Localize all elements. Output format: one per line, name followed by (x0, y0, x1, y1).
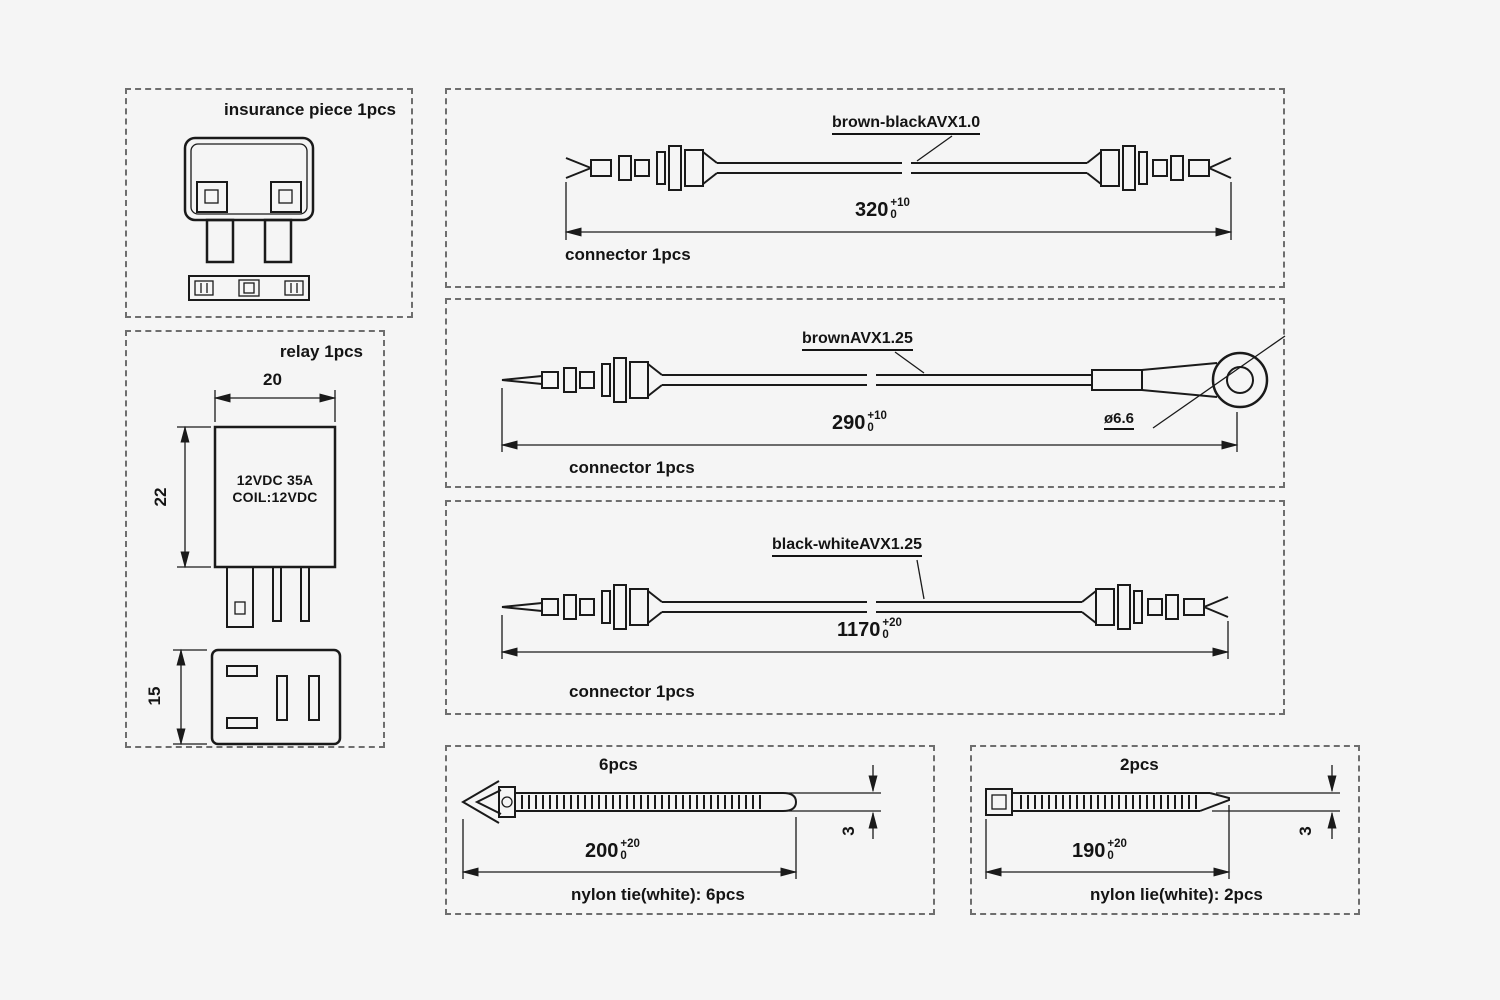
wire2-ring-diameter-label: ø6.6 (1104, 410, 1135, 430)
tie2-thickness-dim-text: 3 (1296, 826, 1315, 836)
tie1-thickness-dim-text: 3 (839, 826, 858, 836)
relay-socket-view (210, 648, 342, 746)
wire2-cable (662, 374, 1092, 386)
tie1-length-dimension (461, 817, 798, 879)
wire2-left-terminal (501, 357, 663, 403)
relay-rating-line2: COIL:12VDC (232, 489, 318, 505)
dim-tol-plus: +10 (890, 197, 910, 209)
insurance-piece-title: insurance piece 1pcs (224, 100, 396, 119)
dim-tolerance: +20 0 (1107, 838, 1127, 862)
dim-value: 190 (1072, 840, 1106, 862)
wire3-label-leader (916, 559, 925, 600)
wire1-length-dimension (564, 182, 1233, 240)
fuse-drawing (183, 136, 315, 301)
wire2-connector-note: connector 1pcs (569, 458, 695, 477)
dim-value: 1170 (837, 619, 881, 641)
dim-value: 200 (585, 840, 619, 862)
dim-tolerance: +10 0 (890, 197, 910, 221)
dim-tol-plus: +10 (867, 410, 887, 422)
relay-drawing (173, 390, 342, 746)
relay-rating-line1: 12VDC 35A (236, 472, 314, 488)
wire1-label-leader (916, 135, 953, 162)
dim-tol-minus: 0 (620, 850, 627, 863)
wire2-length-dimension (500, 388, 1239, 452)
wire3-panel: black-whiteAVX1.25 1170 +20 0 connector … (445, 500, 1285, 715)
tie1-drawing (461, 765, 881, 879)
wire2-spec-label: brownAVX1.25 (802, 330, 913, 351)
wire1-drawing (564, 135, 1233, 240)
wire3-connector-note: connector 1pcs (569, 682, 695, 701)
wire3-cable (662, 601, 1082, 613)
dim-tolerance: +20 0 (620, 838, 640, 862)
wire1-panel: brown-blackAVX1.0 320 +10 0 connector 1p… (445, 88, 1285, 288)
dim-tolerance: +10 0 (867, 410, 887, 434)
tie1-caption: nylon tie(white): 6pcs (571, 885, 745, 904)
wire2-label-leader (894, 351, 925, 374)
dim-tol-plus: +20 (882, 617, 902, 629)
dim-tol-minus: 0 (1107, 850, 1114, 863)
tie2-count: 2pcs (1120, 755, 1159, 774)
tie2-length-dimension (984, 805, 1231, 879)
relay-title: relay 1pcs (279, 342, 363, 361)
fuse-front-view (183, 136, 315, 264)
tie1-thickness-dimension (787, 765, 881, 839)
dim-tol-minus: 0 (890, 209, 897, 222)
relay-rating-label: 12VDC 35A COIL:12VDC (215, 472, 335, 506)
wire2-panel: brownAVX1.25 290 +10 0 ø6.6 connector 1p… (445, 298, 1286, 488)
tie2-caption: nylon lie(white): 2pcs (1090, 885, 1263, 904)
tie2-length-dim-text: 190 +20 0 (1072, 838, 1127, 862)
wire1-left-terminal (565, 145, 718, 191)
relay-width-dimension (213, 390, 337, 422)
dim-tol-plus: +20 (1107, 838, 1127, 850)
relay-body-view (213, 425, 337, 628)
relay-socket-dim-text: 15 (145, 686, 164, 706)
dim-tol-minus: 0 (867, 422, 874, 435)
wire1-cable (717, 162, 1087, 174)
wire2-drawing (500, 335, 1286, 452)
dim-value: 320 (855, 199, 889, 221)
tie1-panel: 6pcs 200 +20 0 3 nylon tie(white): 6pcs (445, 745, 935, 915)
relay-width-dim-text: 20 (263, 370, 282, 389)
wire3-drawing (500, 559, 1230, 659)
relay-socket-height-dimension (173, 648, 207, 746)
tie1-ratchet-teeth (521, 795, 761, 809)
tie2-thickness-dimension (1212, 765, 1340, 839)
relay-height-dimension (177, 425, 211, 569)
wire3-right-terminal (1081, 584, 1229, 630)
relay-height-dim-text: 22 (151, 487, 170, 507)
wire3-length-dimension (500, 615, 1230, 659)
relay-panel: relay 1pcs 20 22 12VDC 35A COIL:12VDC 15 (125, 330, 385, 748)
tie2-ratchet-teeth (1020, 795, 1198, 809)
dim-tol-plus: +20 (620, 838, 640, 850)
fuse-bottom-view (188, 275, 310, 301)
wire2-ring-terminal (1091, 335, 1286, 429)
tie1-length-dim-text: 200 +20 0 (585, 838, 640, 862)
insurance-piece-panel: insurance piece 1pcs (125, 88, 413, 318)
dim-tol-minus: 0 (882, 629, 889, 642)
tie2-drawing (984, 765, 1340, 879)
wire3-left-terminal (501, 584, 663, 630)
tie2-head (985, 788, 1013, 816)
wire1-length-dim-text: 320 +10 0 (855, 197, 910, 221)
wire1-right-terminal (1086, 145, 1232, 191)
wire3-length-dim-text: 1170 +20 0 (837, 617, 902, 641)
tie1-push-mount-head (461, 780, 516, 824)
tie1-count: 6pcs (599, 755, 638, 774)
tie2-panel: 2pcs 190 +20 0 3 nylon lie(white): 2pcs (970, 745, 1360, 915)
wire3-spec-label: black-whiteAVX1.25 (772, 536, 922, 557)
tie2-strap (1012, 792, 1230, 812)
wire1-spec-label: brown-blackAVX1.0 (832, 114, 981, 135)
dim-tolerance: +20 0 (882, 617, 902, 641)
wire1-connector-note: connector 1pcs (565, 245, 691, 264)
wire2-length-dim-text: 290 +10 0 (832, 410, 887, 434)
dim-value: 290 (832, 412, 866, 434)
